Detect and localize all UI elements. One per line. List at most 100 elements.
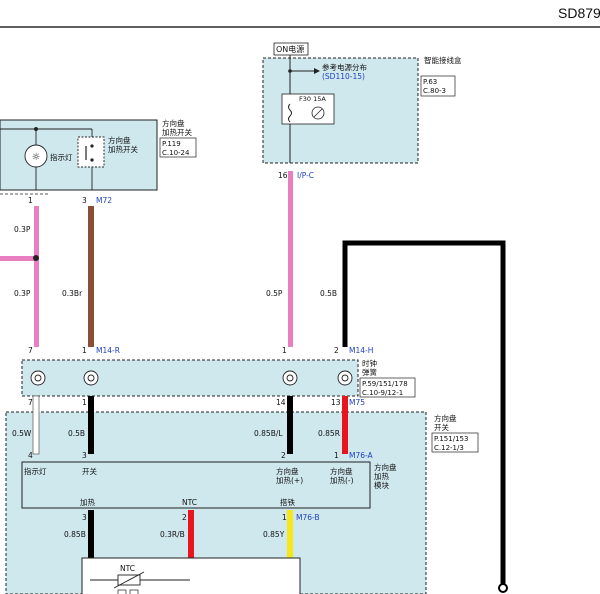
jb-pin-16: 16: [278, 171, 288, 180]
module-output-heat: 加热: [80, 497, 95, 507]
coil-4-inner: [341, 374, 349, 382]
switch-contact-a: [90, 144, 94, 148]
module-input-heat-pos-2: 加热(+): [276, 475, 303, 485]
jb-connector-ipc: I/P-C: [297, 171, 314, 180]
wheel-switch-name-1: 方向盘: [434, 413, 457, 423]
module-output-ntc: NTC: [182, 498, 197, 507]
wire-label-0.85R: 0.85R: [318, 429, 340, 438]
wire-0.85B: [88, 510, 94, 560]
switch-label-1: 方向盘: [108, 135, 131, 145]
module-input-switch: 开关: [82, 466, 97, 476]
module-input-lamp: 指示灯: [24, 466, 47, 476]
wheel-switch-ref-page: P.151/153: [434, 435, 468, 443]
wire-label-0.5B-b: 0.5B: [68, 429, 85, 438]
heater-pad-icon-2: [129, 589, 139, 594]
clock-spring-ref-conn: C.10-9/12-1: [362, 389, 403, 397]
cs-top-pin-1: 1: [82, 346, 87, 355]
fuse-label: F30 15A: [299, 95, 326, 103]
lamp-label: 指示灯: [50, 152, 73, 162]
clock-spring: [21, 359, 359, 397]
switch-unit-ref-page: P.119: [162, 140, 181, 148]
on-power-label: ON电源: [276, 44, 304, 54]
junction-box-ref-conn: C.80-3: [423, 87, 446, 95]
ground-terminal-icon: [498, 583, 508, 593]
wire-0.5P: [288, 171, 293, 347]
wire-0.85R: [342, 396, 348, 454]
wheel-switch-ref-conn: C.12-1/3: [434, 444, 464, 452]
heater-module: [21, 461, 371, 509]
wire-0.5W: [32, 395, 40, 455]
switch-label-2: 加热开关: [108, 144, 138, 154]
wire-0.85BL: [287, 396, 293, 454]
clock-spring-name-1: 时钟: [362, 358, 377, 368]
switch-unit-ref-conn: C.10-24: [162, 149, 190, 157]
wire-label-0.85BL: 0.85B/L: [254, 429, 283, 438]
wire-label-0.3P-b: 0.3P: [14, 289, 31, 298]
switch-unit-name-2: 加热开关: [162, 127, 192, 137]
clock-spring-name-2: 弹簧: [362, 367, 377, 377]
cs-bot-conn-m75: M75: [349, 398, 365, 407]
wire-0.3P-left: [34, 206, 39, 347]
wire-label-0.3P-a: 0.3P: [14, 225, 31, 234]
m76b-pin-3: 3: [82, 513, 87, 522]
coil-2-inner: [87, 374, 95, 382]
switch-unit-name-1: 方向盘: [162, 118, 185, 128]
module-name-2: 加热: [374, 471, 389, 481]
m72-label: M72: [96, 196, 112, 205]
cs-top-conn-m14r: M14-R: [96, 346, 120, 355]
module-output-ground: 搭铁: [280, 497, 295, 507]
wire-0.3Br: [88, 206, 94, 347]
heater-pad-icon-1: [117, 589, 127, 594]
module-input-heat-pos-1: 方向盘: [276, 466, 299, 476]
ref-arrow-icon: [314, 68, 320, 74]
wheel-switch-name-2: 开关: [434, 422, 449, 432]
m76a-pin-3: 3: [82, 451, 87, 460]
m72-pin-1: 1: [28, 196, 33, 205]
cs-bot-pin-14: 14: [276, 398, 286, 407]
ntc-label: NTC: [120, 564, 135, 573]
wire-0.5B-b: [88, 396, 94, 454]
m76b-pin-2: 2: [182, 513, 187, 522]
fuse-icon: [288, 103, 292, 123]
wire-label-0.3RB: 0.3R/B: [160, 530, 185, 539]
ntc-slash: [113, 571, 145, 589]
lamp-glyph-icon: ☼: [32, 152, 41, 163]
junction-box-ref-page: P.63: [423, 78, 437, 86]
m76b-label: M76-B: [296, 513, 320, 522]
heater-switch-icon: [77, 136, 105, 168]
coil-3-inner: [286, 374, 294, 382]
wire-0.3P-branch: [0, 256, 38, 261]
wire-label-0.5W: 0.5W: [12, 429, 32, 438]
coil-3-icon: [282, 370, 298, 386]
cs-top-pin-7: 7: [28, 346, 33, 355]
junction-box-ref-box: [420, 75, 456, 97]
m76a-pin-2: 2: [281, 451, 286, 460]
m76b-pin-1: 1: [282, 513, 287, 522]
cs-top-pin-2: 2: [334, 346, 339, 355]
module-input-heat-neg-1: 方向盘: [330, 466, 353, 476]
wire-label-0.85Y: 0.85Y: [263, 530, 285, 539]
on-power-tag: [273, 42, 309, 56]
wheel-switch-ref-box: [431, 432, 479, 453]
fuse-symbol-stroke: [313, 108, 323, 118]
wire-label-0.3Br: 0.3Br: [62, 289, 83, 298]
cs-top-pin-1b: 1: [282, 346, 287, 355]
module-input-heat-neg-2: 加热(-): [330, 475, 354, 485]
m76a-label: M76-A: [349, 451, 374, 460]
wire-0.5B-ground-loop: [342, 240, 506, 588]
junction-box-name: 智能接线盒: [424, 55, 462, 65]
coil-1-icon: [30, 370, 46, 386]
m72-pin-3: 3: [82, 196, 87, 205]
fuse-symbol-icon: [311, 106, 325, 120]
switch-contact-b: [90, 158, 94, 162]
cs-bot-pin-7: 7: [28, 398, 33, 407]
m76a-pin-1: 1: [334, 451, 339, 460]
coil-4-icon: [337, 370, 353, 386]
doc-code: SD879: [558, 5, 600, 21]
splice-dot: [33, 255, 39, 261]
cs-bot-pin-1: 1: [82, 398, 87, 407]
coil-2-icon: [83, 370, 99, 386]
wire-0.3RB: [188, 510, 194, 560]
cs-top-conn-m14h: M14-H: [349, 346, 373, 355]
